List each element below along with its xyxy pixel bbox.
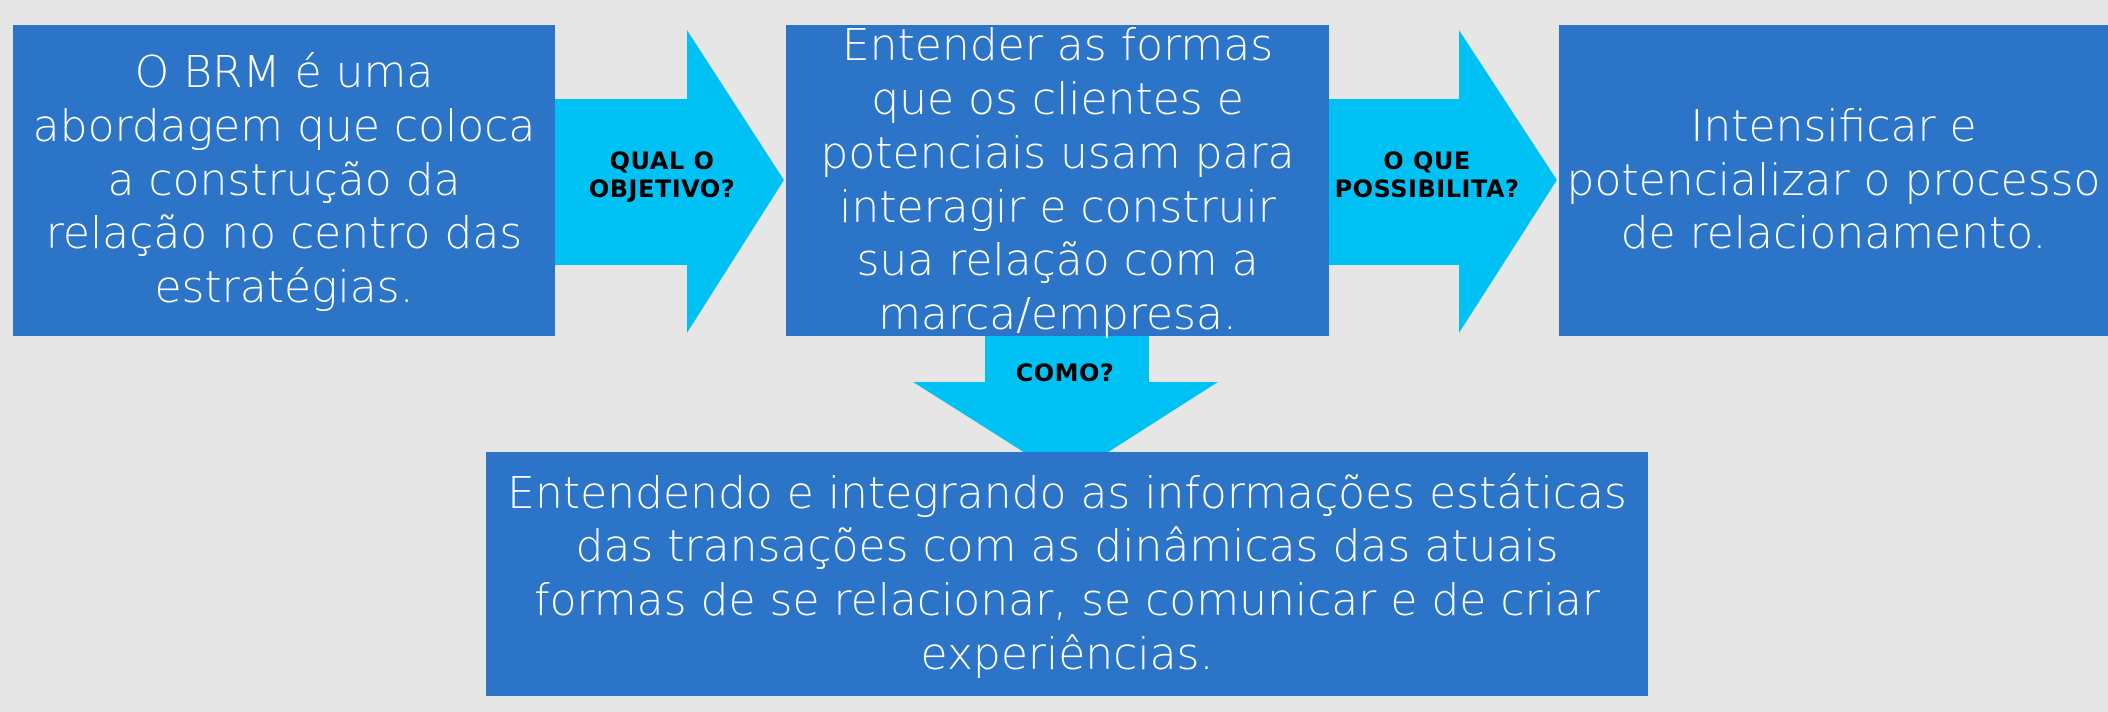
how-arrow-label: COMO? — [1015, 359, 1115, 387]
objective-box: Entender as formas que os clientes e pot… — [786, 20, 1329, 340]
possibility-arrow-label: O QUE POSSIBILITA? — [1334, 147, 1520, 203]
objective-arrow-label: QUAL O OBJETIVO? — [588, 147, 736, 203]
right-arrow-possibility — [1329, 30, 1557, 333]
brm-definition-box: O BRM é uma abordagem que coloca a const… — [13, 25, 555, 336]
how-box: Entendendo e integrando as informações e… — [486, 452, 1648, 696]
how-text: Entendendo e integrando as informações e… — [507, 467, 1627, 680]
down-arrow-how — [913, 336, 1218, 479]
right-arrow-objective — [555, 30, 784, 333]
objective-text: Entender as formas que os clientes e pot… — [820, 20, 1295, 340]
possibility-box: Intensificar e potencializar o processo … — [1559, 25, 2108, 336]
possibility-text: Intensificar e potencializar o processo … — [1566, 100, 2101, 260]
brm-definition-text: O BRM é uma abordagem que coloca a const… — [32, 47, 536, 313]
